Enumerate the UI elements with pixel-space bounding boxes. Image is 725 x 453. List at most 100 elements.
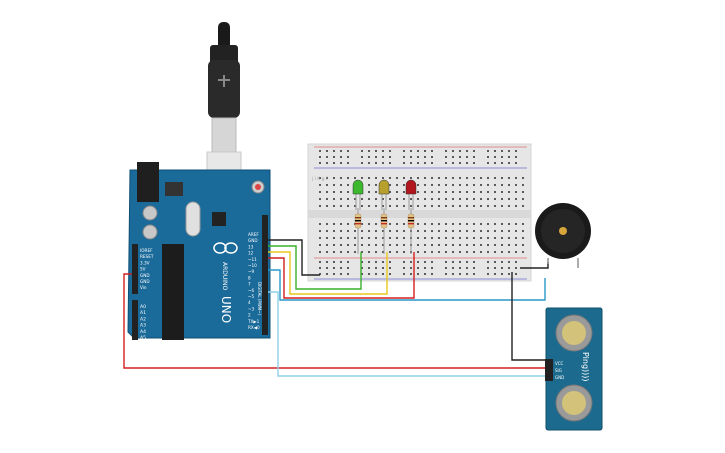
analog-header xyxy=(132,300,138,340)
rail-hole xyxy=(333,150,335,152)
breadboard-hole xyxy=(487,177,489,179)
rail-hole xyxy=(333,162,335,164)
breadboard-hole xyxy=(333,237,335,239)
arduino-logo xyxy=(213,242,238,254)
breadboard-hole xyxy=(396,198,398,200)
rail-hole xyxy=(389,150,391,152)
breadboard-hole xyxy=(452,184,454,186)
rail-hole xyxy=(347,273,349,275)
arduino-uno: ARDUINO UNO DIGITAL (PWM~) AREFGND1312~1… xyxy=(127,162,271,341)
pin-label: ~6 xyxy=(248,288,255,293)
pin-label: ~9 xyxy=(248,269,255,274)
rail-hole xyxy=(319,150,321,152)
breadboard-hole xyxy=(368,191,370,193)
breadboard-hole xyxy=(466,223,468,225)
pin-label: A4 xyxy=(140,329,146,335)
breadboard-hole xyxy=(431,223,433,225)
rail-hole xyxy=(494,273,496,275)
capacitor xyxy=(142,205,158,221)
pin-label: 13 xyxy=(248,244,254,249)
crystal xyxy=(185,201,201,237)
breadboard-hole xyxy=(424,198,426,200)
breadboard-hole xyxy=(389,223,391,225)
breadboard-hole xyxy=(466,184,468,186)
rail-hole xyxy=(403,150,405,152)
rail-hole xyxy=(319,162,321,164)
breadboard-hole xyxy=(326,198,328,200)
breadboard-hole xyxy=(445,191,447,193)
sensor-pin-label: SIG xyxy=(555,368,562,373)
breadboard-hole xyxy=(340,223,342,225)
rail-hole xyxy=(347,162,349,164)
rail-hole xyxy=(375,156,377,158)
breadboard-hole xyxy=(368,198,370,200)
pin-label: TX▶1 xyxy=(247,319,260,324)
breadboard-hole xyxy=(459,237,461,239)
rail-hole xyxy=(361,156,363,158)
rail-hole xyxy=(389,156,391,158)
breadboard-hole xyxy=(375,223,377,225)
rail-hole xyxy=(431,273,433,275)
breadboard-hole xyxy=(417,184,419,186)
breadboard-hole xyxy=(368,244,370,246)
breadboard-hole xyxy=(501,184,503,186)
breadboard-hole xyxy=(515,191,517,193)
breadboard-hole xyxy=(347,177,349,179)
breadboard-hole xyxy=(354,237,356,239)
breadboard-hole xyxy=(515,230,517,232)
breadboard-hole xyxy=(473,237,475,239)
breadboard-hole xyxy=(368,205,370,207)
breadboard-hole xyxy=(515,184,517,186)
digital-header-label: DIGITAL (PWM~) xyxy=(257,282,262,316)
rail-hole xyxy=(466,267,468,269)
breadboard-hole xyxy=(501,205,503,207)
breadboard-hole xyxy=(403,198,405,200)
breadboard-hole xyxy=(368,223,370,225)
rail-hole xyxy=(319,261,321,263)
breadboard-hole xyxy=(487,223,489,225)
breadboard-hole xyxy=(473,205,475,207)
breadboard-hole xyxy=(501,244,503,246)
rail-hole xyxy=(445,150,447,152)
breadboard-hole xyxy=(452,251,454,253)
breadboard-hole xyxy=(508,230,510,232)
rail-hole xyxy=(508,162,510,164)
breadboard-hole xyxy=(494,184,496,186)
breadboard-hole xyxy=(452,223,454,225)
breadboard-hole xyxy=(494,251,496,253)
breadboard-hole xyxy=(347,184,349,186)
breadboard-hole xyxy=(515,237,517,239)
rail-hole xyxy=(319,156,321,158)
rail-hole xyxy=(368,156,370,158)
rail-hole xyxy=(368,273,370,275)
breadboard-hole xyxy=(403,184,405,186)
led-green xyxy=(352,179,364,195)
wire-pin13-green xyxy=(268,245,362,290)
breadboard-hole xyxy=(354,177,356,179)
rail-hole xyxy=(473,267,475,269)
rail-hole xyxy=(487,261,489,263)
breadboard-hole xyxy=(459,191,461,193)
breadboard-hole xyxy=(438,198,440,200)
breadboard-hole xyxy=(333,191,335,193)
breadboard-hole xyxy=(445,237,447,239)
rail-hole xyxy=(487,273,489,275)
rail-hole xyxy=(473,156,475,158)
breadboard-hole xyxy=(480,205,482,207)
breadboard-hole xyxy=(319,198,321,200)
breadboard-hole xyxy=(326,244,328,246)
breadboard-hole xyxy=(368,251,370,253)
breadboard-hole xyxy=(508,198,510,200)
breadboard-hole xyxy=(452,244,454,246)
breadboard-hole xyxy=(431,205,433,207)
rail-hole xyxy=(361,273,363,275)
breadboard-hole xyxy=(445,251,447,253)
pin-label: 2 xyxy=(248,313,251,318)
breadboard-hole xyxy=(431,230,433,232)
breadboard-hole xyxy=(424,191,426,193)
breadboard-hole xyxy=(375,177,377,179)
breadboard-hole xyxy=(494,244,496,246)
reset-button-cap[interactable] xyxy=(255,184,261,190)
breadboard-hole xyxy=(494,223,496,225)
breadboard-hole xyxy=(361,251,363,253)
